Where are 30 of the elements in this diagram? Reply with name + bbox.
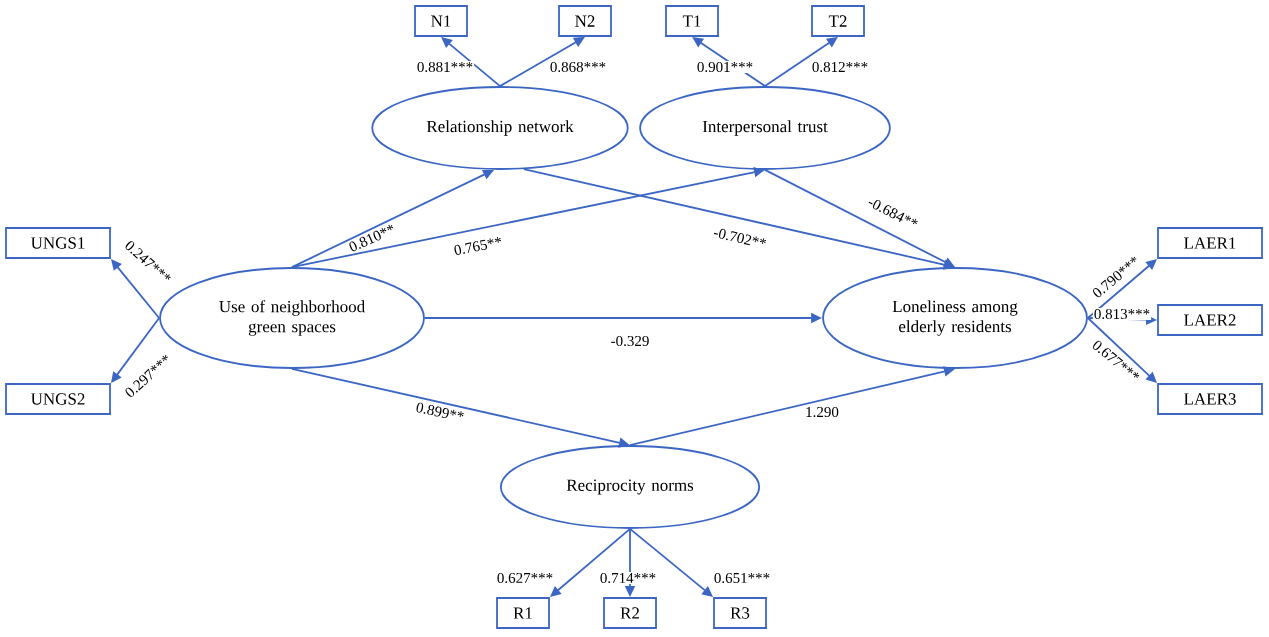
edge-label: 0.899** — [413, 400, 467, 424]
edge-label: 0.868*** — [548, 60, 608, 74]
indicator-box: N2 — [558, 5, 612, 37]
indicator-box: R1 — [496, 597, 550, 629]
edge-label: 0.812*** — [810, 60, 870, 74]
edge-label: -0.329 — [609, 334, 651, 348]
edge-label: 0.651*** — [712, 571, 772, 585]
edge-label: 0.765** — [451, 235, 505, 257]
indicator-box: LAER3 — [1157, 383, 1263, 415]
indicator-box: LAER2 — [1157, 304, 1263, 336]
indicator-box: UNGS2 — [5, 383, 111, 415]
indicator-box: T1 — [665, 5, 719, 37]
ellipse-node: Interpersonal trust — [639, 86, 891, 170]
indicator-box: UNGS1 — [5, 227, 111, 259]
edge-label: 0.714*** — [598, 571, 658, 585]
ellipse-node: Reciprocity norms — [499, 445, 761, 529]
indicator-box: N1 — [414, 5, 468, 37]
edge-label: 0.627*** — [495, 571, 555, 585]
edge-label: 1.290 — [804, 405, 840, 419]
edge-label: 0.813*** — [1092, 307, 1152, 321]
indicator-box: T2 — [811, 5, 865, 37]
edge-label: 0.901*** — [695, 60, 755, 74]
ellipse-node: Loneliness among elderly residents — [822, 267, 1088, 369]
edge-label: 0.881*** — [415, 60, 475, 74]
edge-label: -0.702** — [711, 225, 769, 251]
edge-label: -0.684** — [865, 194, 921, 232]
indicator-box: LAER1 — [1157, 227, 1263, 259]
ellipse-node: Relationship network — [371, 86, 629, 170]
indicator-box: R2 — [603, 597, 657, 629]
indicator-box: R3 — [713, 597, 767, 629]
